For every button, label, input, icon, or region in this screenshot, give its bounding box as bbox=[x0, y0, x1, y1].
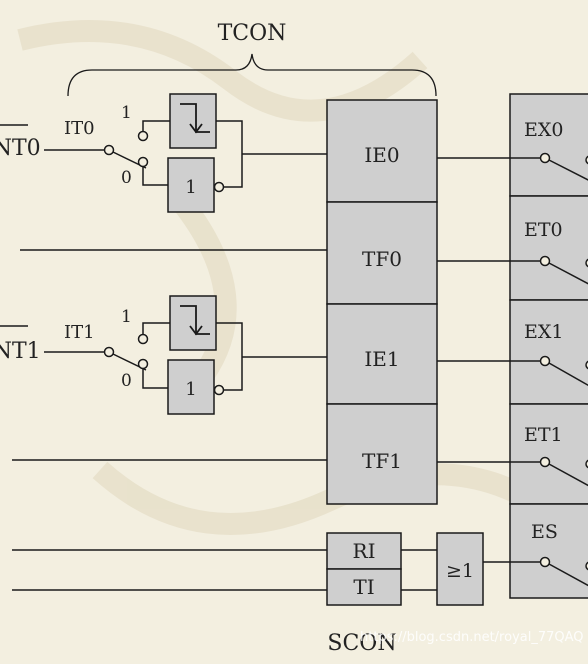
flag-ie0: IE0 bbox=[364, 143, 399, 167]
it1-switch bbox=[44, 322, 170, 389]
flag-tf1: TF1 bbox=[362, 449, 402, 473]
tcon-register bbox=[326, 99, 438, 505]
it0-switch bbox=[44, 120, 170, 186]
it0-gate-wiring bbox=[213, 120, 327, 193]
it0-label: IT0 bbox=[64, 118, 95, 139]
it1-pos-zero: 0 bbox=[121, 371, 132, 391]
it1-level-gate bbox=[167, 359, 215, 415]
it1-pos-one: 1 bbox=[121, 307, 132, 327]
scon-label: SCON bbox=[327, 631, 396, 656]
or-gate bbox=[436, 532, 484, 606]
ie-register bbox=[509, 93, 588, 599]
scon-register bbox=[326, 532, 402, 606]
enable-es: ES bbox=[531, 521, 558, 543]
it1-level-label: 1 bbox=[185, 379, 196, 400]
it0-pos-zero: 0 bbox=[121, 168, 132, 188]
it0-level-gate bbox=[167, 157, 215, 213]
int1-label: INT1 bbox=[0, 339, 41, 364]
flag-tf0: TF0 bbox=[362, 247, 402, 271]
background-decoration bbox=[17, 20, 567, 535]
falling-edge-icon bbox=[180, 103, 210, 133]
enable-et0: ET0 bbox=[524, 219, 563, 241]
it1-label: IT1 bbox=[64, 322, 95, 343]
it0-level-label: 1 bbox=[185, 177, 196, 198]
tcon-label: TCON bbox=[218, 21, 287, 46]
serial-input-lines bbox=[12, 549, 437, 591]
falling-edge-icon bbox=[180, 305, 210, 335]
flag-ie1: IE1 bbox=[364, 347, 399, 371]
flag-ti: TI bbox=[353, 575, 374, 599]
tcon-brace bbox=[67, 53, 437, 97]
it0-pos-one: 1 bbox=[121, 103, 132, 123]
enable-et1: ET1 bbox=[524, 424, 563, 446]
timer-input-lines bbox=[12, 249, 327, 461]
int0-label: INT0 bbox=[0, 136, 41, 161]
enable-switch-wiring bbox=[437, 152, 588, 587]
watermark: https://blog.csdn.net/royal_77QAQ bbox=[360, 630, 584, 645]
enable-ex0: EX0 bbox=[524, 119, 563, 141]
it0-edge-gate bbox=[169, 93, 217, 149]
it1-gate-wiring bbox=[213, 322, 327, 396]
flag-ri: RI bbox=[353, 539, 376, 563]
it1-edge-gate bbox=[169, 295, 217, 351]
enable-ex1: EX1 bbox=[524, 321, 563, 343]
or-gate-label: ≥1 bbox=[446, 560, 474, 582]
